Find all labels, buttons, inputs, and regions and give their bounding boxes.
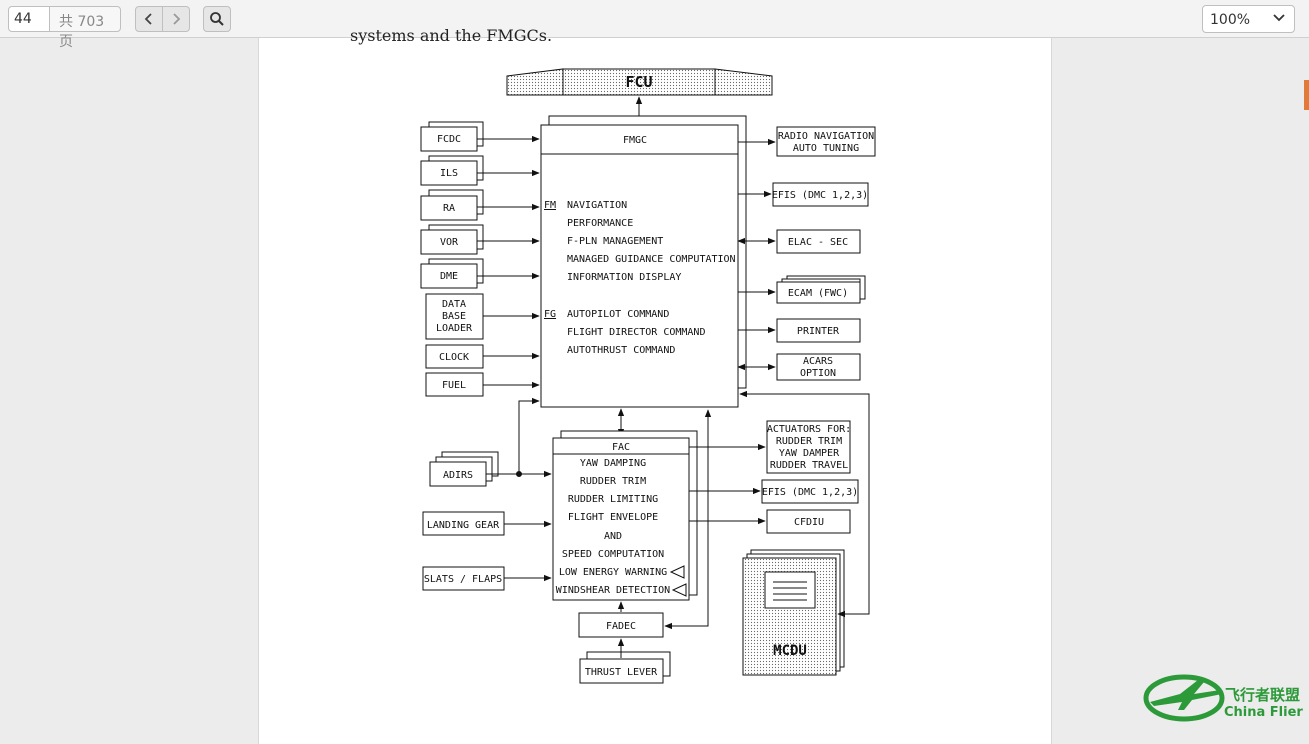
fm-line: NAVIGATION: [567, 200, 627, 211]
fac-line: RUDDER TRIM: [580, 476, 646, 487]
input-database-loader: LOADER: [436, 323, 473, 334]
previous-page-button[interactable]: [135, 6, 163, 32]
scroll-position-indicator[interactable]: [1304, 80, 1309, 110]
chevron-left-icon: [144, 13, 152, 25]
input-database-loader: DATA: [442, 299, 466, 310]
search-button[interactable]: [203, 6, 231, 32]
output-printer: PRINTER: [797, 326, 840, 337]
zoom-select[interactable]: 100%: [1202, 5, 1295, 33]
input-fcdc: FCDC: [437, 134, 461, 145]
fac-line: LOW ENERGY WARNING: [559, 567, 667, 578]
fmgc-title: FMGC: [623, 135, 647, 146]
input-ra: RA: [443, 203, 455, 214]
pdf-toolbar: 44 共 703 页 100%: [0, 0, 1309, 50]
fac-line: SPEED COMPUTATION: [562, 549, 664, 560]
output-actuators: YAW DAMPER: [779, 448, 840, 459]
page-total-label: 共 703 页: [49, 6, 121, 50]
fac-title: FAC: [612, 442, 630, 453]
input-fuel: FUEL: [442, 380, 466, 391]
airplane-logo-icon: [1150, 680, 1222, 710]
search-icon: [210, 12, 224, 26]
fg-tag: FG: [544, 309, 556, 320]
input-vor: VOR: [440, 237, 459, 248]
input-database-loader: BASE: [442, 311, 466, 322]
china-flier-watermark: 飞行者联盟 China Flier: [1143, 674, 1303, 722]
fac-line: YAW DAMPING: [580, 458, 646, 469]
fm-line: MANAGED GUIDANCE COMPUTATION: [567, 254, 736, 265]
page-number-input[interactable]: 44: [8, 6, 50, 32]
mcdu-label: MCDU: [773, 643, 807, 659]
fg-line: FLIGHT DIRECTOR COMMAND: [567, 327, 705, 338]
fg-line: AUTOPILOT COMMAND: [567, 309, 669, 320]
zoom-value: 100%: [1210, 12, 1251, 28]
fac-line: WINDSHEAR DETECTION: [556, 585, 670, 596]
chevron-right-icon: [173, 13, 181, 25]
input-clock: CLOCK: [439, 352, 469, 363]
next-page-button[interactable]: [162, 6, 190, 32]
output-elac-sec: ELAC - SEC: [788, 237, 848, 248]
output-fac-efis: EFIS (DMC 1,2,3): [762, 487, 858, 498]
fm-line: INFORMATION DISPLAY: [567, 272, 681, 283]
fm-line: PERFORMANCE: [567, 218, 633, 229]
fac-line: RUDDER LIMITING: [568, 494, 658, 505]
fadec-label: FADEC: [606, 621, 636, 632]
input-landing-gear: LANDING GEAR: [427, 520, 500, 531]
output-efis: EFIS (DMC 1,2,3): [772, 190, 868, 201]
output-radio-nav: AUTO TUNING: [793, 143, 859, 154]
input-adirs: ADIRS: [443, 470, 473, 481]
output-acars: OPTION: [800, 368, 836, 379]
output-actuators: ACTUATORS FOR:: [767, 424, 851, 435]
watermark-en: China Flier: [1224, 705, 1303, 720]
fac-line: AND: [604, 531, 622, 542]
page-text-line: systems and the FMGCs.: [350, 26, 553, 45]
input-dme: DME: [440, 271, 458, 282]
input-ils: ILS: [440, 168, 458, 179]
output-actuators: RUDDER TRAVEL: [770, 460, 848, 471]
output-actuators: RUDDER TRIM: [776, 436, 842, 447]
watermark-cn: 飞行者联盟: [1225, 686, 1300, 704]
output-ecam: ECAM (FWC): [788, 288, 848, 299]
output-cfdiu: CFDIU: [794, 517, 824, 528]
input-slats-flaps: SLATS / FLAPS: [424, 574, 502, 585]
chevron-down-icon: [1273, 14, 1285, 22]
output-acars: ACARS: [803, 356, 833, 367]
fm-line: F-PLN MANAGEMENT: [567, 236, 663, 247]
fac-line: FLIGHT ENVELOPE: [568, 512, 658, 523]
thrust-lever-label: THRUST LEVER: [585, 667, 658, 678]
fcu-label: FCU: [625, 73, 652, 91]
fm-tag: FM: [544, 200, 556, 211]
output-radio-nav: RADIO NAVIGATION: [778, 131, 874, 142]
fg-line: AUTOTHRUST COMMAND: [567, 345, 675, 356]
